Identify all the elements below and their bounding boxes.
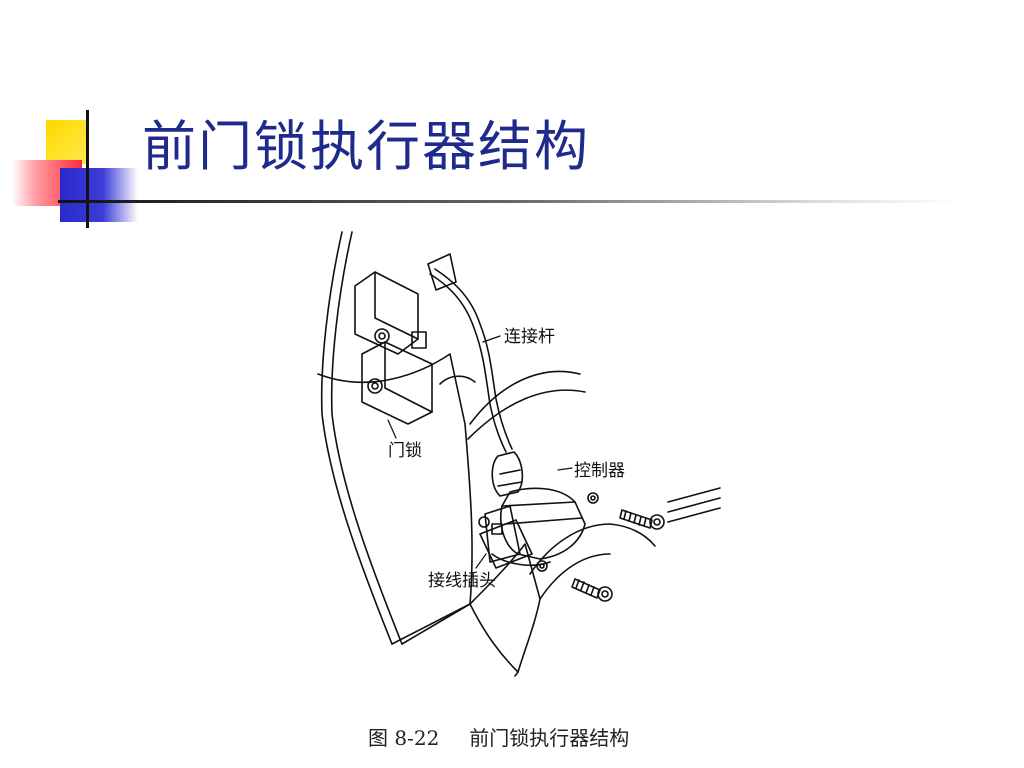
connecting-rod — [429, 273, 507, 453]
figure-caption: 图 8-22 前门锁执行器结构 — [368, 722, 629, 751]
screw — [619, 509, 653, 529]
screw-head — [597, 586, 613, 602]
door-lock-bolt — [374, 328, 390, 344]
screw-thread — [623, 510, 647, 527]
door-lower-panel — [401, 603, 519, 677]
title-underline-rule — [58, 200, 958, 203]
door-curve — [467, 389, 586, 440]
label-controller: 控制器 — [574, 461, 625, 481]
connecting-rod — [434, 268, 513, 450]
controller-leader-line — [557, 467, 573, 471]
lower-body — [469, 543, 541, 673]
lock-leader-line — [387, 419, 397, 439]
door-lock-bolt — [371, 382, 379, 390]
screw-thread — [575, 579, 595, 596]
screw-head — [601, 590, 609, 598]
label-connecting-rod: 连接杆 — [504, 327, 555, 347]
washer — [587, 492, 599, 504]
door-inner-panel — [317, 353, 473, 645]
actuator-pin — [478, 516, 490, 528]
slide-title: 前门锁执行器结构 — [142, 115, 590, 178]
label-door-lock: 门锁 — [388, 441, 422, 461]
actuator-boot — [499, 469, 521, 475]
actuator-flange — [491, 553, 551, 566]
actuator-body — [500, 487, 586, 560]
bracket-curve — [529, 523, 656, 575]
door-lock-lower — [384, 341, 433, 413]
connector-leader-line — [475, 553, 487, 569]
washer — [536, 560, 548, 572]
bracket-curve — [539, 553, 611, 600]
label-wiring-connector: 接线插头 — [428, 571, 496, 591]
door-lock-tab — [411, 331, 427, 349]
actuator-body — [501, 501, 576, 507]
title-decoration-vertical-line — [86, 110, 89, 228]
screw-head — [653, 518, 661, 526]
door-curve — [469, 370, 581, 425]
actuator-body — [484, 505, 521, 563]
door-lock-bolt — [367, 378, 383, 394]
door-panel-edge — [330, 231, 403, 645]
figure-caption-text: 前门锁执行器结构 — [469, 726, 630, 750]
door-lock-actuator-diagram: 连接杆 门锁 控制器 接线插头 — [300, 224, 770, 694]
rod-clip — [427, 253, 457, 291]
washer — [590, 495, 596, 501]
title-decoration-blue-square — [60, 168, 138, 222]
door-curve — [439, 375, 476, 385]
door-lock-body — [374, 271, 419, 340]
figure-caption-number: 图 8-22 — [368, 726, 440, 750]
door-panel-edge — [320, 231, 393, 645]
title-decoration-yellow-square — [46, 120, 88, 164]
rod-leader-line — [482, 335, 501, 343]
trim-line — [667, 487, 721, 503]
door-lock-bolt — [378, 332, 386, 340]
actuator-boot — [491, 451, 524, 497]
actuator-boot — [497, 481, 523, 487]
washer — [539, 563, 545, 569]
screw-head — [649, 514, 665, 530]
screw — [571, 578, 601, 599]
trim-line — [667, 497, 721, 513]
trim-line — [667, 507, 721, 523]
connector-plug — [479, 519, 533, 569]
